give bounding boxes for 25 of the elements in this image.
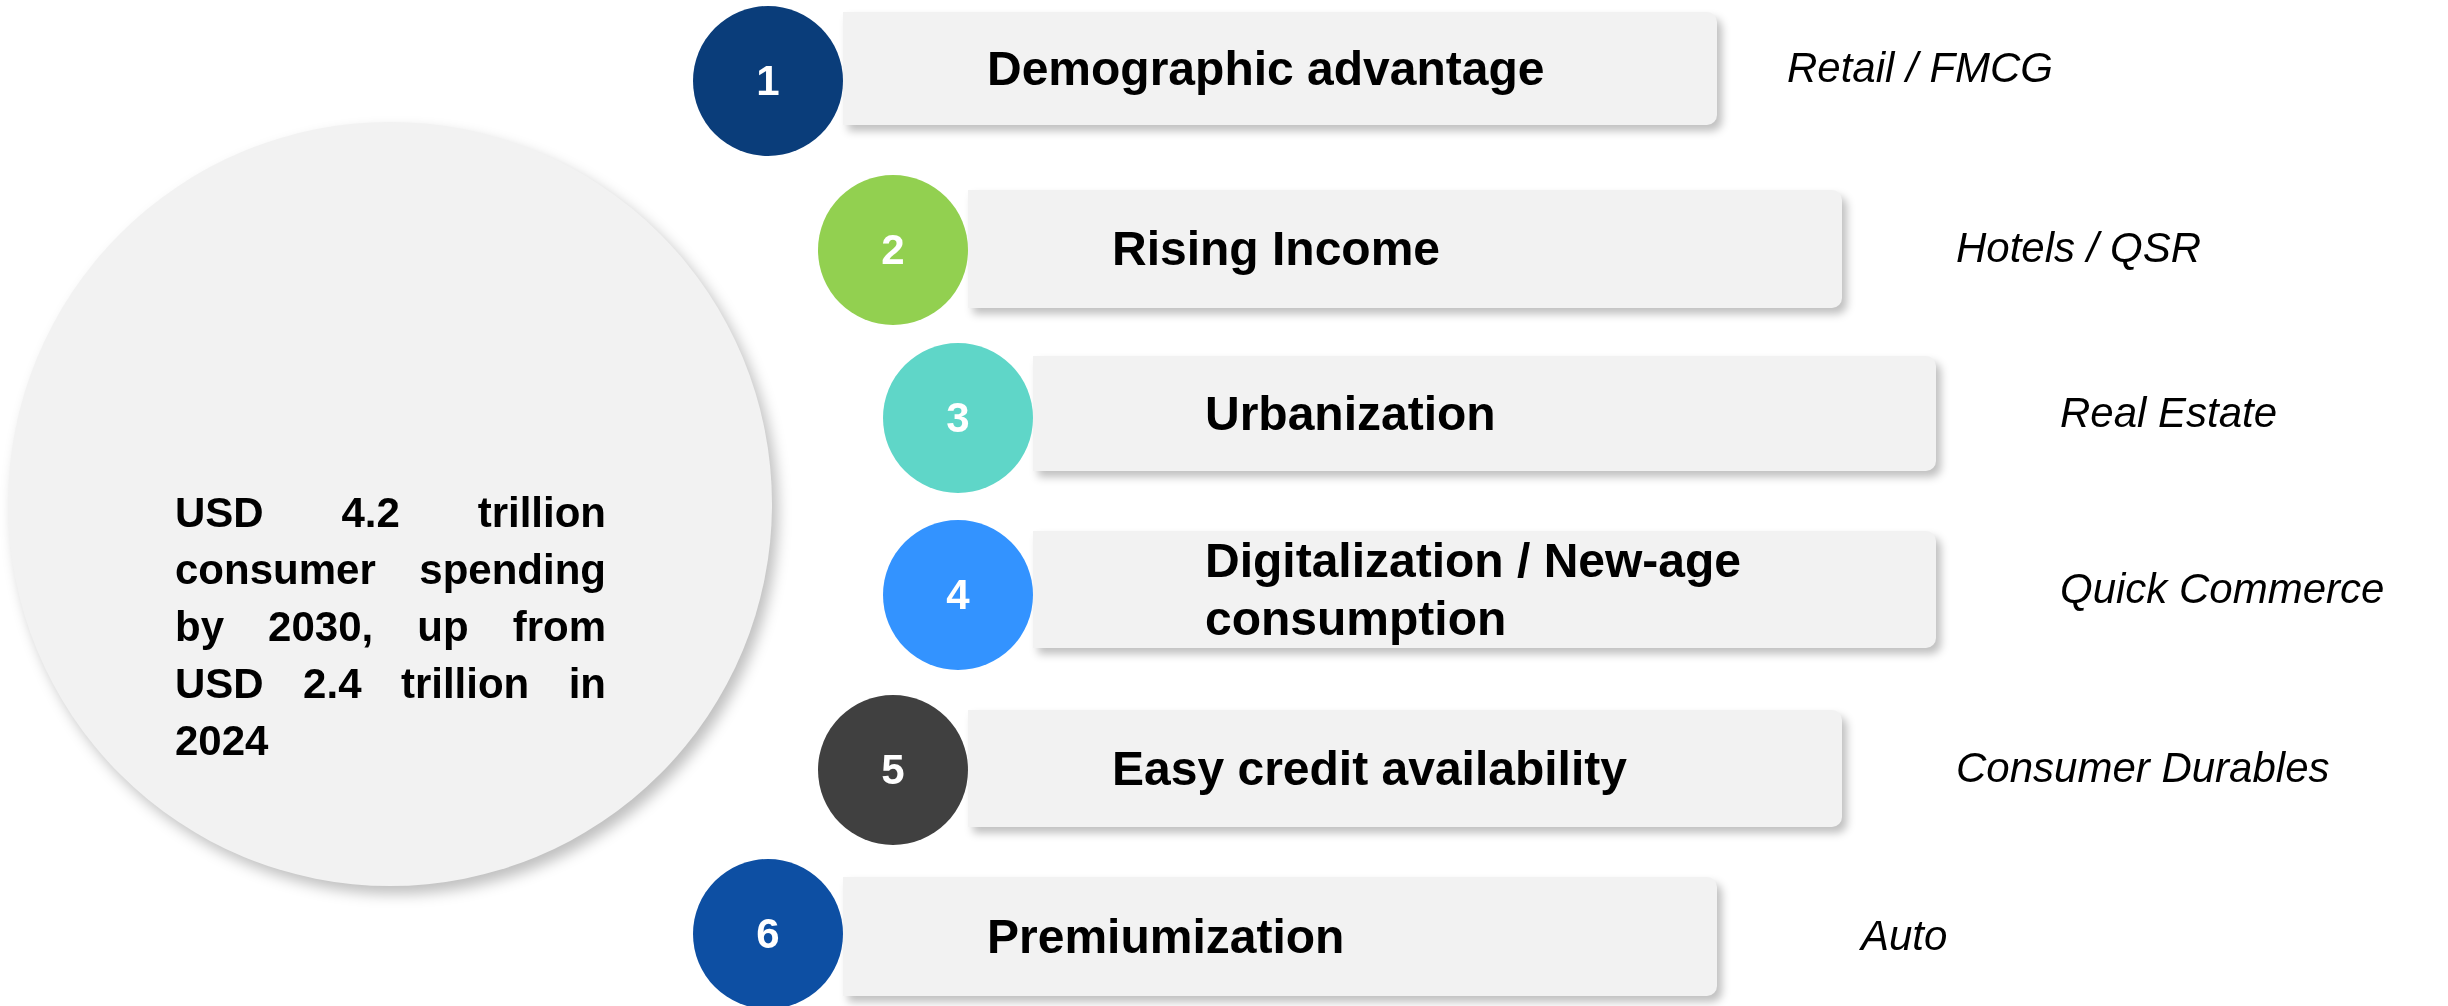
driver-label: Demographic advantage bbox=[987, 40, 1546, 97]
driver-bar bbox=[968, 190, 1842, 308]
driver-label: Premiumization bbox=[987, 908, 1346, 965]
driver-label: Digitalization / New-age consumption bbox=[1205, 532, 1743, 647]
driver-bar bbox=[843, 12, 1717, 125]
sector-label: Quick Commerce bbox=[2060, 564, 2385, 613]
driver-bar bbox=[843, 877, 1717, 996]
step-number: 3 bbox=[946, 394, 970, 442]
driver-bar bbox=[968, 710, 1842, 827]
sector-label: Auto bbox=[1861, 911, 1948, 960]
step-number: 5 bbox=[881, 746, 905, 794]
step-number: 2 bbox=[881, 226, 905, 274]
driver-bar bbox=[1033, 356, 1936, 471]
step-number: 6 bbox=[756, 910, 780, 958]
sector-label: Real Estate bbox=[2060, 388, 2278, 437]
summary-text: USD 4.2 trillion consumer spending by 2030, up from USD 2.4 trillion in 2024 bbox=[175, 488, 606, 766]
step-number: 1 bbox=[756, 57, 780, 105]
driver-label: Urbanization bbox=[1205, 385, 1497, 442]
sector-label: Consumer Durables bbox=[1956, 743, 2330, 792]
driver-label: Rising Income bbox=[1112, 221, 1442, 277]
sector-label: Hotels / QSR bbox=[1956, 224, 2202, 272]
driver-label: Easy credit availability bbox=[1112, 740, 1628, 797]
driver-bar bbox=[1033, 531, 1936, 648]
sector-label: Retail / FMCG bbox=[1787, 43, 2054, 92]
step-number: 4 bbox=[946, 571, 970, 619]
